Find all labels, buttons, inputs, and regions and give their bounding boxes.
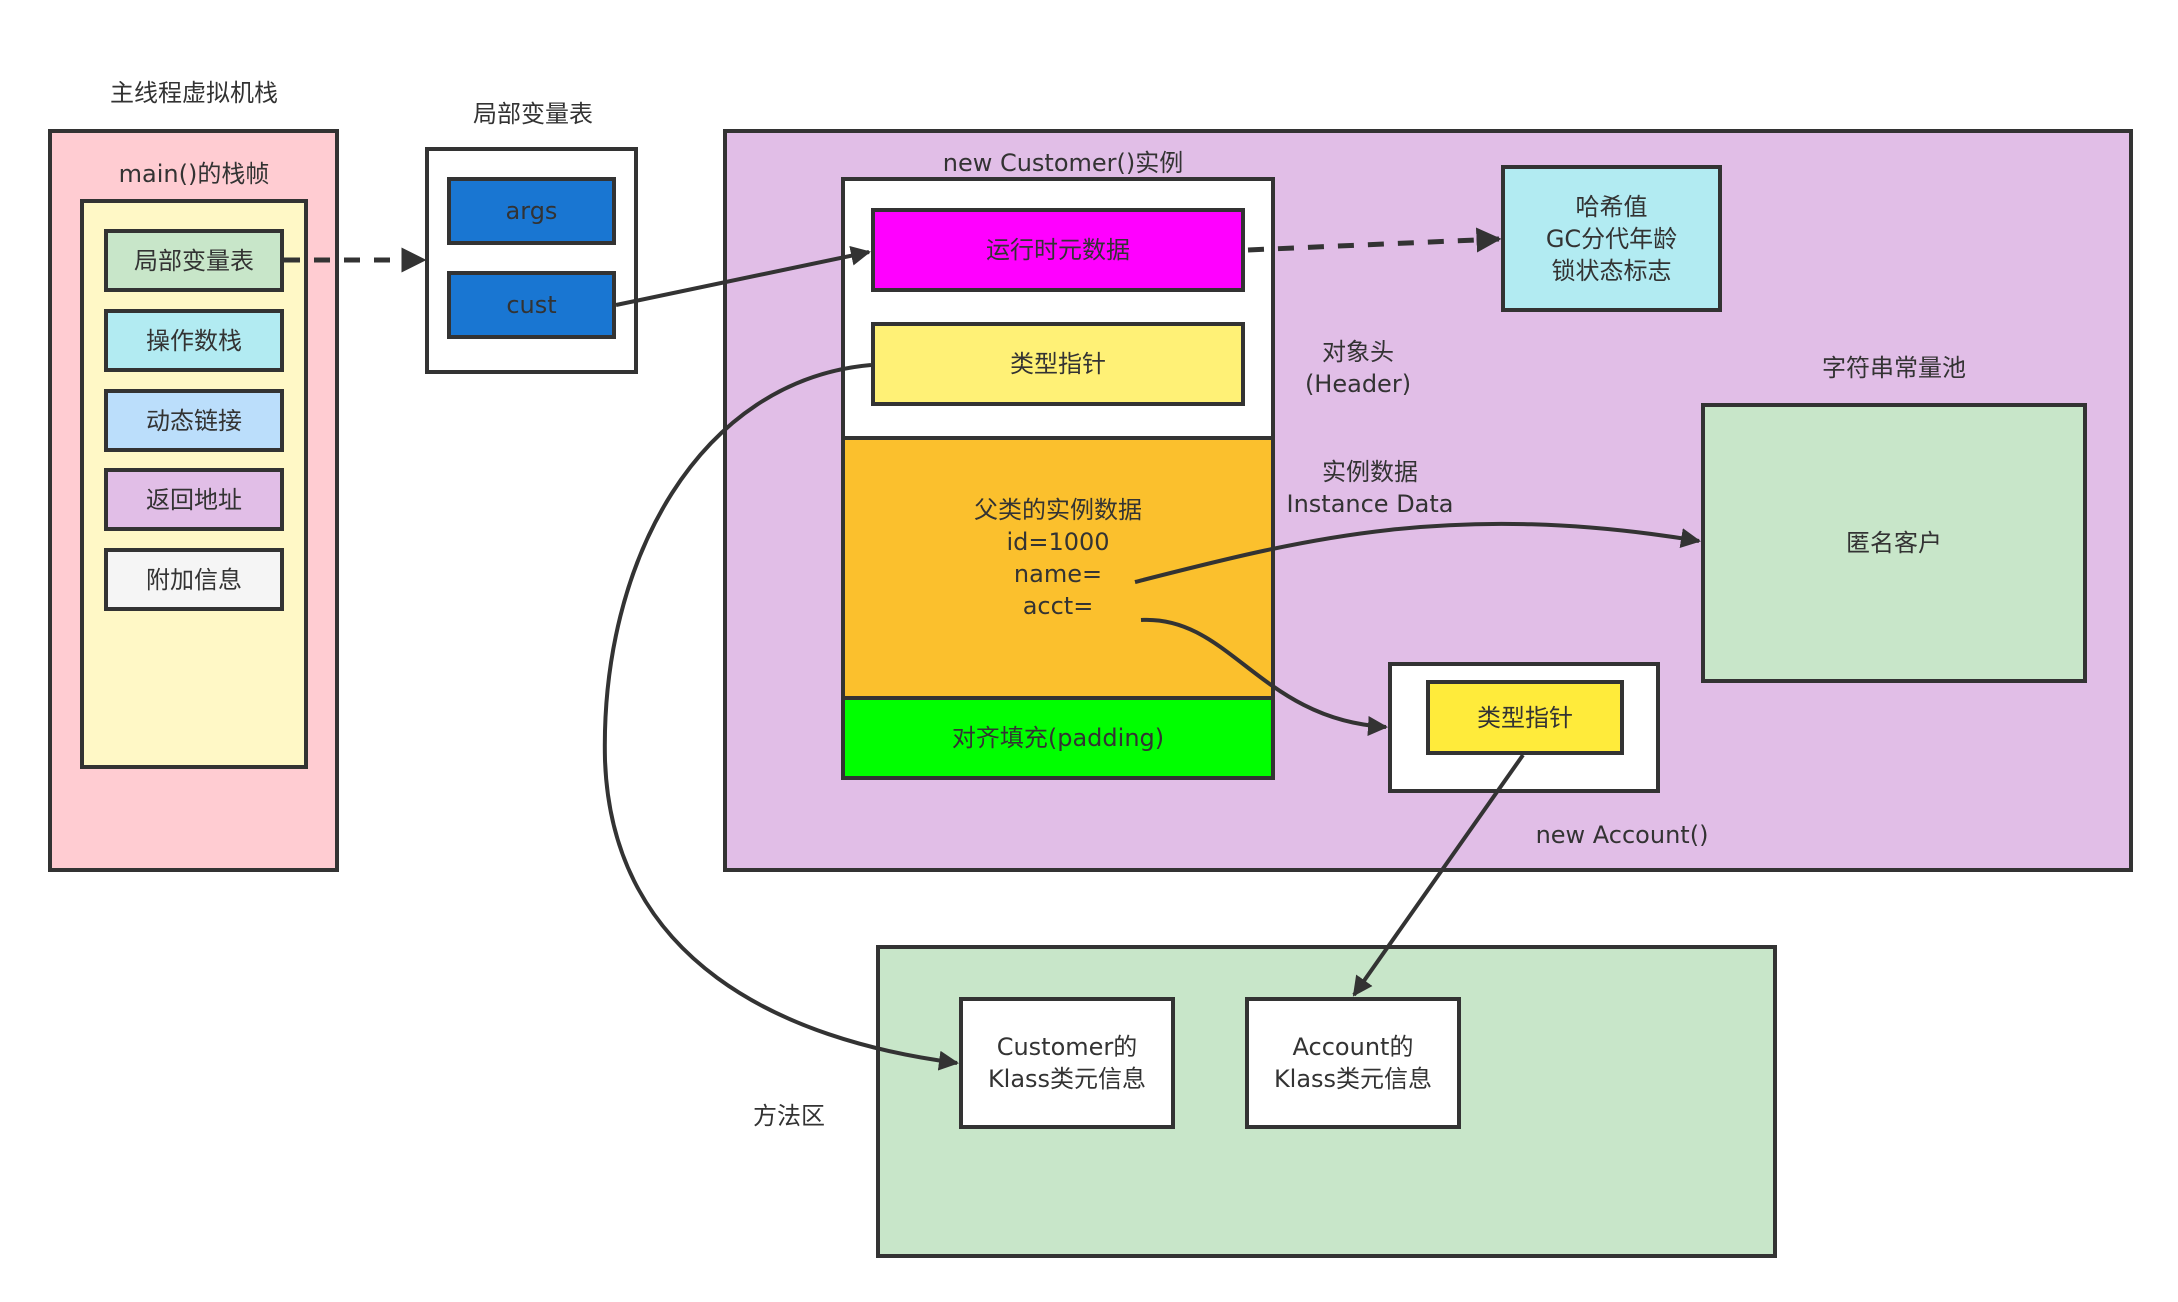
padding-block[interactable]: 对齐填充(padding)	[841, 696, 1275, 780]
type-pointer[interactable]: 类型指针	[871, 322, 1245, 406]
stack-extra-info[interactable]: 附加信息	[104, 548, 284, 611]
edge-name-to-string-pool[interactable]	[1134, 521, 1701, 584]
local-var-table-title: 局部变量表	[473, 100, 593, 128]
mark-word[interactable]: 哈希值 GC分代年龄 锁状态标志	[1501, 165, 1722, 312]
instance-data[interactable]: 父类的实例数据 id=1000 name= acct=	[841, 436, 1275, 700]
stack-frame-title: main()的栈帧	[118, 160, 270, 188]
edge-account-pointer-to-klass[interactable]	[1352, 753, 1525, 997]
method-area-title: 方法区	[753, 1102, 825, 1130]
instance-data-label: 实例数据 Instance Data	[1286, 458, 1454, 518]
account-klass[interactable]: Account的 Klass类元信息	[1245, 997, 1461, 1129]
string-pool[interactable]: 匿名客户	[1701, 403, 2087, 683]
account-instance-title: new Account()	[1535, 821, 1709, 849]
stack-operand-stack[interactable]: 操作数栈	[104, 309, 284, 372]
edge-cust-to-object[interactable]	[615, 245, 871, 307]
edge-metadata-to-markword[interactable]	[1247, 227, 1502, 253]
stack-return-address[interactable]: 返回地址	[104, 468, 284, 531]
runtime-metadata[interactable]: 运行时元数据	[871, 208, 1245, 292]
args-slot[interactable]: args	[447, 177, 616, 245]
account-type-pointer[interactable]: 类型指针	[1426, 680, 1624, 755]
cust-slot[interactable]: cust	[447, 271, 616, 339]
string-pool-title: 字符串常量池	[1822, 354, 1966, 382]
stack-dynamic-link[interactable]: 动态链接	[104, 389, 284, 452]
customer-instance-title: new Customer()实例	[942, 149, 1184, 177]
customer-klass[interactable]: Customer的 Klass类元信息	[959, 997, 1175, 1129]
edge-acct-to-account[interactable]	[1140, 617, 1388, 736]
header-label: 对象头 (Header)	[1304, 338, 1412, 398]
stack-title: 主线程虚拟机栈	[110, 79, 278, 107]
stack-local-var-table[interactable]: 局部变量表	[104, 229, 284, 292]
edge-typepointer-to-customer-klass[interactable]	[602, 363, 959, 1071]
